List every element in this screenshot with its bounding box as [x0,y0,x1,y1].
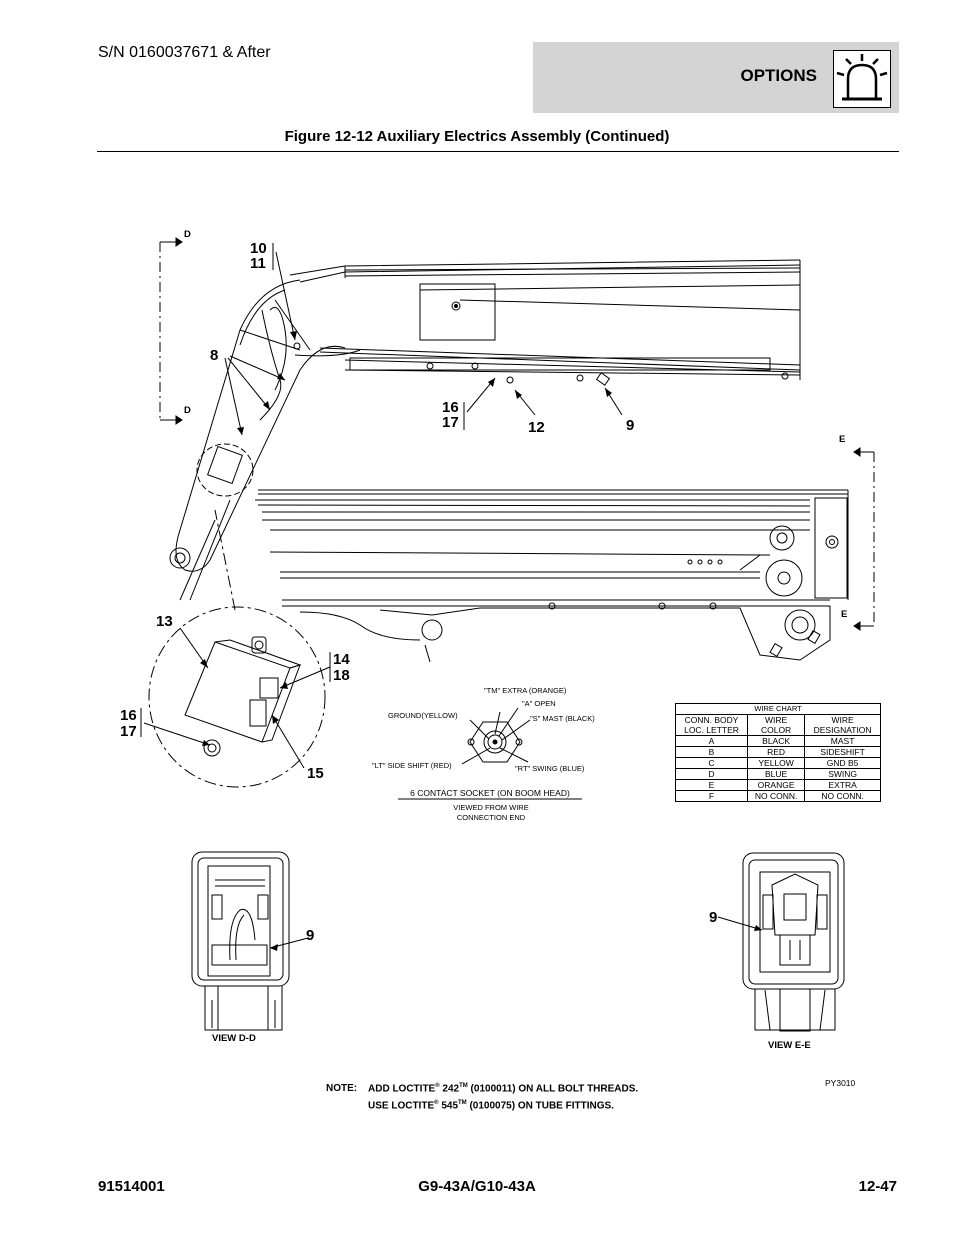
socket-label-tm: "TM" EXTRA (ORANGE) [484,686,567,695]
view-ee-label: VIEW E-E [768,1040,811,1051]
section-marker-e [853,447,875,631]
footer-model: G9-43A/G10-43A [418,1178,536,1195]
callout-17-detail: 17 [120,723,137,740]
footer-part-number: 91514001 [98,1178,165,1195]
callout-10: 10 [250,240,267,257]
callout-8: 8 [210,347,218,364]
callout-17-top: 17 [442,414,459,431]
lower-boom [255,489,849,663]
note-label: NOTE: [326,1083,358,1095]
section-marker-d [159,237,183,425]
figure-title: Figure 12-12 Auxiliary Electrics Assembl… [284,128,670,145]
socket-label-ground: GROUND(YELLOW) [388,711,458,720]
callout-15: 15 [307,765,324,782]
callout-9-top: 9 [626,417,634,434]
drawing-code: PY3010 [825,1078,856,1088]
socket-label-lt: "LT" SIDE SHIFT (RED) [372,761,452,770]
detail-component-box [184,636,302,757]
callout-18: 18 [333,667,350,684]
callout-12: 12 [528,419,545,436]
section-title: OPTIONS [740,66,817,85]
callout-16-top: 16 [442,399,459,416]
marker-e-top: E [839,434,845,445]
callout-9-view-ee: 9 [709,909,717,926]
socket-label-a: "A" OPEN [522,699,556,708]
callout-13: 13 [156,613,173,630]
callout-11: 11 [250,255,266,272]
callout-14: 14 [333,651,350,668]
marker-e-bottom: E [841,609,847,620]
wire-chart-title: WIRE CHART [675,703,881,715]
socket-label-rt: "RT" SWING (BLUE) [515,764,585,773]
view-dd-drawing [191,851,290,1031]
section-banner: OPTIONS [533,42,899,113]
header-rule [97,151,899,152]
view-ee-drawing [742,852,845,1032]
upper-boom [289,259,801,386]
footer-page-number: 12-47 [858,1178,897,1195]
boom-head-left [169,279,361,601]
beacon-light-icon [833,50,891,108]
six-contact-socket [398,707,582,800]
loctite-note: NOTE:ADD LOCTITE® 242TM (0100011) ON ALL… [326,1083,639,1112]
view-dd-label: VIEW D-D [212,1033,256,1044]
serial-number: S/N 0160037671 & After [98,44,271,61]
socket-label-s: "S" MAST (BLACK) [530,714,595,723]
socket-viewed-1: VIEWED FROM WIRE [453,803,528,812]
socket-caption: 6 CONTACT SOCKET (ON BOOM HEAD) [410,788,570,798]
socket-viewed-2: CONNECTION END [457,813,526,822]
detail-circle [148,606,326,788]
callout-9-view-dd: 9 [306,927,314,944]
callout-16-detail: 16 [120,707,137,724]
marker-d-bottom: D [184,405,191,416]
marker-d-top: D [184,229,191,240]
